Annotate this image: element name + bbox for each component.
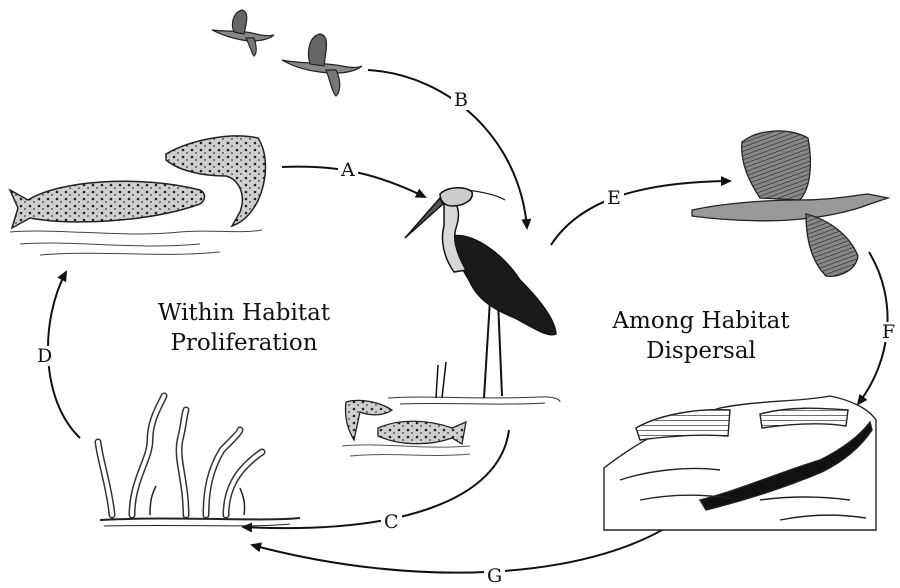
arrow-label-f: F <box>879 322 898 342</box>
within-habitat-title: Within Habitat Proliferation <box>128 298 360 358</box>
arrow-label-a: A <box>338 160 358 180</box>
among-habitat-title-line1: Among Habitat <box>594 306 808 336</box>
within-habitat-title-line2: Proliferation <box>128 328 360 358</box>
trout-pair-illustration <box>10 136 265 255</box>
arrow-label-c: C <box>381 512 402 532</box>
within-habitat-title-line1: Within Habitat <box>128 298 360 328</box>
arrow-label-d: D <box>34 346 55 366</box>
tubifex-worms-illustration <box>98 396 300 526</box>
among-habitat-title: Among Habitat Dispersal <box>594 306 808 366</box>
arrow-label-e: E <box>604 188 624 208</box>
arrow-label-g: G <box>484 566 505 586</box>
standing-heron-illustration <box>388 188 560 404</box>
flying-heron-illustration <box>692 131 888 276</box>
flying-ducks-illustration <box>212 10 362 96</box>
arrow-label-b: B <box>451 90 471 110</box>
mountain-stream-illustration <box>604 396 876 530</box>
small-fish-illustration <box>342 400 470 456</box>
among-habitat-title-line2: Dispersal <box>594 336 808 366</box>
